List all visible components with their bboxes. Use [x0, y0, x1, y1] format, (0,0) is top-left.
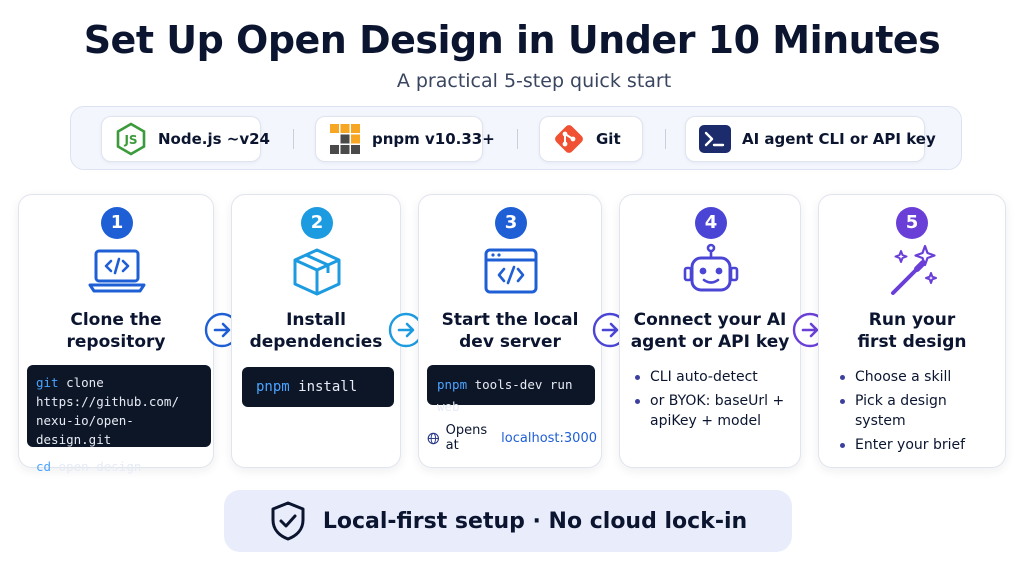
list-item: Enter your brief	[837, 435, 1001, 455]
list-item: Pick a design system	[837, 391, 1001, 431]
divider	[665, 129, 666, 149]
code-block[interactable]: git clone https://github.com/ nexu-io/op…	[27, 365, 211, 474]
git-icon	[555, 125, 583, 153]
nodejs-icon: JS	[116, 122, 146, 156]
bullet-list: CLI auto-detect or BYOK: baseUrl + apiKe…	[632, 367, 796, 435]
step-title: Start the local dev server	[441, 310, 579, 352]
pnpm-icon	[330, 124, 360, 154]
footer-text: Local-first setup · No cloud lock-in	[322, 508, 748, 534]
step-number: 4	[695, 207, 727, 239]
step-number: 5	[896, 207, 928, 239]
prereq-label: Node.js ~v24	[158, 130, 270, 148]
terminal-icon	[699, 125, 731, 153]
step-number: 2	[301, 207, 333, 239]
step-card-4: 4 Connect your AI agent or API key CLI a…	[619, 194, 801, 468]
step-card-3: 3 Start the local dev server pnpm tools-…	[418, 194, 602, 468]
globe-icon	[427, 432, 440, 444]
step-number: 3	[495, 207, 527, 239]
opens-at: Opens at localhost:3000	[427, 423, 597, 453]
step-card-2: 2 Install dependencies pnpm install	[231, 194, 401, 468]
page-subtitle: A practical 5-step quick start	[396, 70, 672, 92]
step-title: Clone the repository	[66, 310, 166, 352]
magic-wand-icon	[891, 244, 937, 295]
footer-banner: Local-first setup · No cloud lock-in	[224, 490, 792, 552]
opens-text: Opens at	[445, 423, 488, 453]
divider	[517, 129, 518, 149]
list-item: CLI auto-detect	[632, 367, 796, 387]
step-card-5: 5 Run your first design Choose a skill P…	[818, 194, 1006, 468]
prereq-label: pnpm v10.33+	[372, 130, 495, 148]
list-item: or BYOK: baseUrl + apiKey + model	[632, 391, 796, 431]
divider	[293, 129, 294, 149]
page-title: Set Up Open Design in Under 10 Minutes	[83, 18, 941, 62]
prereq-ai-agent: AI agent CLI or API key	[685, 116, 936, 162]
step-title: Run your first design	[857, 310, 967, 352]
code-block[interactable]: pnpm install	[242, 367, 394, 407]
code-block[interactable]: pnpm tools-dev run web	[427, 365, 595, 414]
step-title: Install dependencies	[249, 310, 383, 352]
step-title: Connect your AI agent or API key	[630, 310, 790, 352]
step-card-1: 1 Clone the repository git clone https:/…	[18, 194, 214, 474]
prereq-pnpm: pnpm v10.33+	[315, 116, 495, 162]
localhost-link[interactable]: localhost:3000	[501, 430, 597, 446]
robot-icon	[683, 243, 739, 292]
bullet-list: Choose a skill Pick a design system Ente…	[837, 367, 1001, 459]
browser-code-icon	[484, 248, 538, 294]
svg-text:JS: JS	[123, 133, 137, 147]
prereq-label: AI agent CLI or API key	[742, 130, 936, 148]
package-box-icon	[293, 248, 341, 296]
step-number: 1	[101, 207, 133, 239]
prereq-git: Git	[539, 116, 643, 162]
prereq-nodejs: JS Node.js ~v24	[101, 116, 270, 162]
list-item: Choose a skill	[837, 367, 1001, 387]
shield-check-icon	[271, 501, 305, 541]
prereq-label: Git	[596, 130, 621, 148]
prerequisites-bar: JS Node.js ~v24 pnpm v10.33+ Git	[70, 106, 962, 170]
laptop-code-icon	[88, 249, 146, 293]
